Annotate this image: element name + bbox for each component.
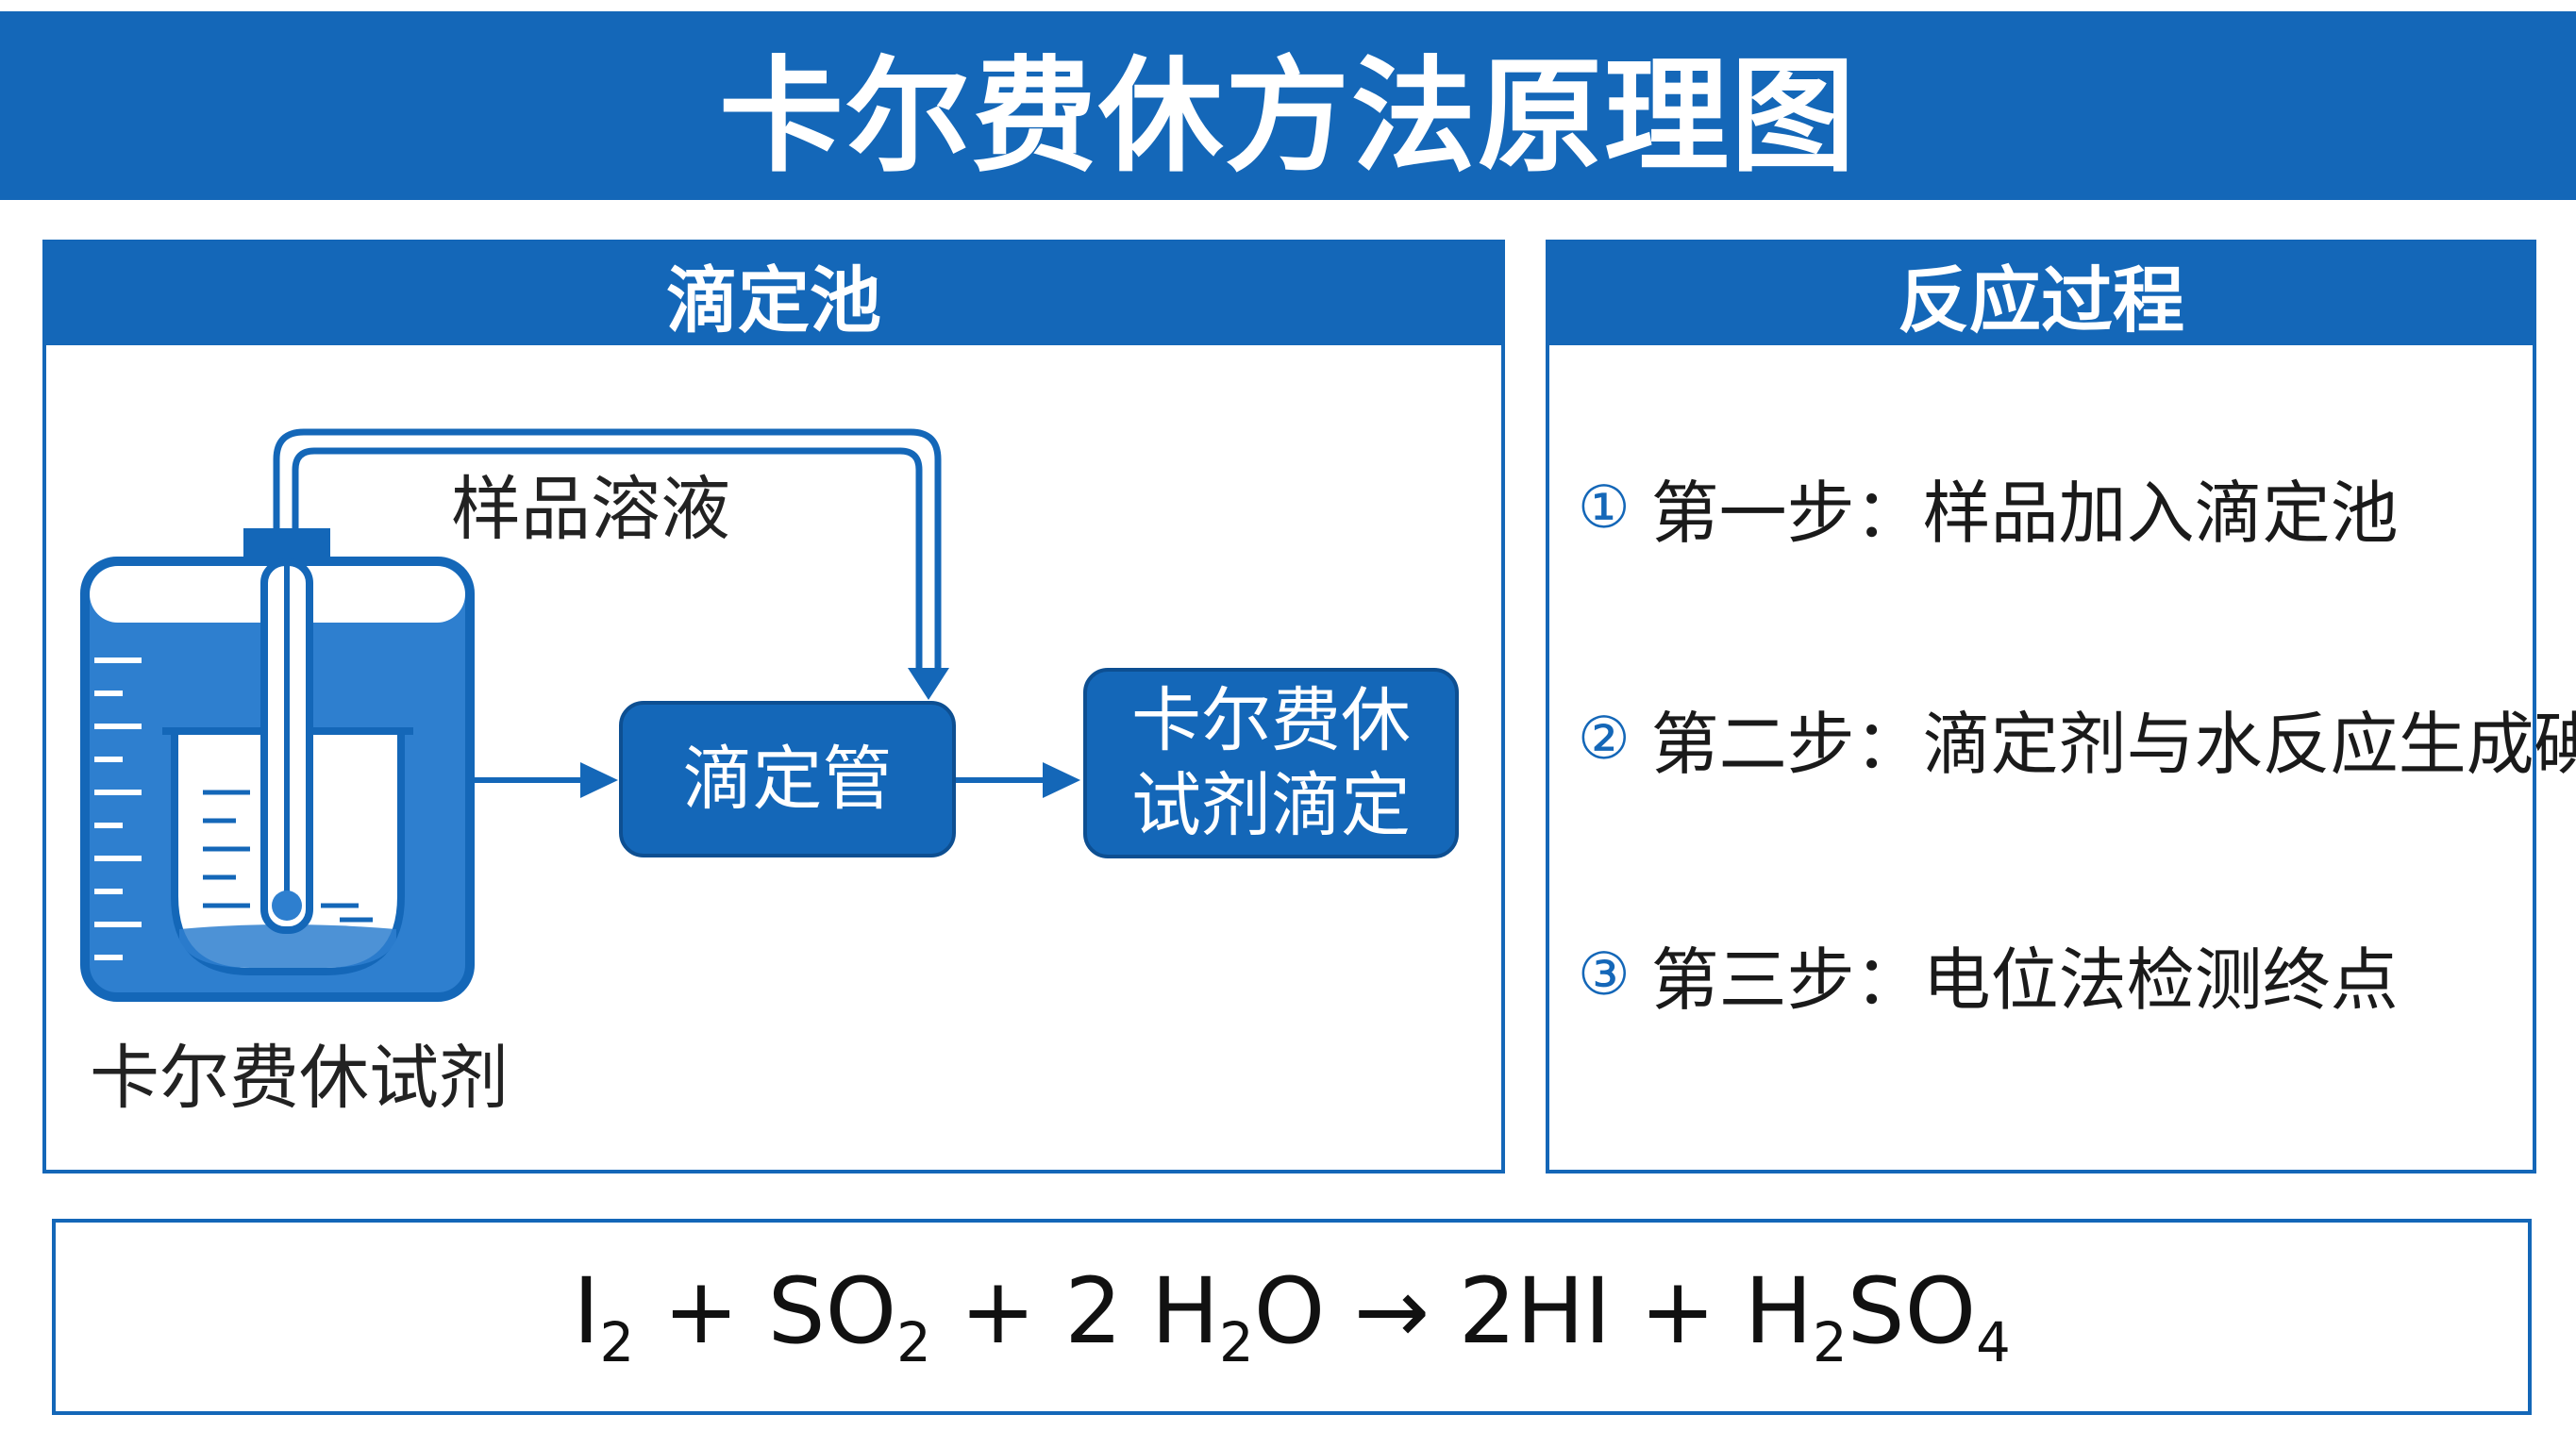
step-2-text: 第二步：滴定剂与水反应生成碘 (1650, 705, 2576, 784)
step-1: ① 第一步：样品加入滴定池 (1578, 458, 2399, 557)
reaction-process-title: 反应过程 (1898, 258, 2184, 342)
sample-solution-label: 样品溶液 (451, 469, 730, 550)
electrode-tube (243, 528, 330, 934)
reaction-equation: I2 + SO2 + 2 H2O → 2HI + H2SO4 (573, 1258, 2011, 1375)
reaction-process-panel: 反应过程 (1546, 240, 2536, 1173)
titration-box: 卡尔费休 试剂滴定 (1083, 668, 1459, 858)
step-2: ② 第二步：滴定剂与水反应生成碘 (1578, 689, 2576, 788)
equation-box: I2 + SO2 + 2 H2O → 2HI + H2SO4 (52, 1219, 2532, 1415)
title-banner: 卡尔费休方法原理图 (0, 11, 2576, 200)
step-1-number: ① (1578, 473, 1631, 541)
reagent-label: 卡尔费休试剂 (90, 1038, 509, 1119)
flow-arrow-2 (956, 762, 1080, 798)
page-title: 卡尔费休方法原理图 (719, 43, 1857, 190)
step-3: ③ 第三步：电位法检测终点 (1578, 924, 2399, 1024)
flow-arrow-1 (472, 762, 618, 798)
titration-cell-title: 滴定池 (666, 258, 881, 342)
sample-flow-line (273, 428, 942, 677)
down-arrowhead (908, 668, 949, 700)
step-1-text: 第一步：样品加入滴定池 (1650, 474, 2399, 553)
titration-cell-header: 滴定池 (46, 243, 1501, 345)
burette-box: 滴定管 (619, 701, 956, 857)
burette-label: 滴定管 (682, 738, 893, 820)
titration-label-line1: 卡尔费休 (1131, 679, 1411, 761)
reaction-process-header: 反应过程 (1549, 243, 2533, 345)
step-3-text: 第三步：电位法检测终点 (1650, 940, 2399, 1020)
step-2-number: ② (1578, 704, 1631, 773)
step-3-number: ③ (1578, 940, 1631, 1008)
titration-label-line2: 试剂滴定 (1131, 765, 1411, 846)
